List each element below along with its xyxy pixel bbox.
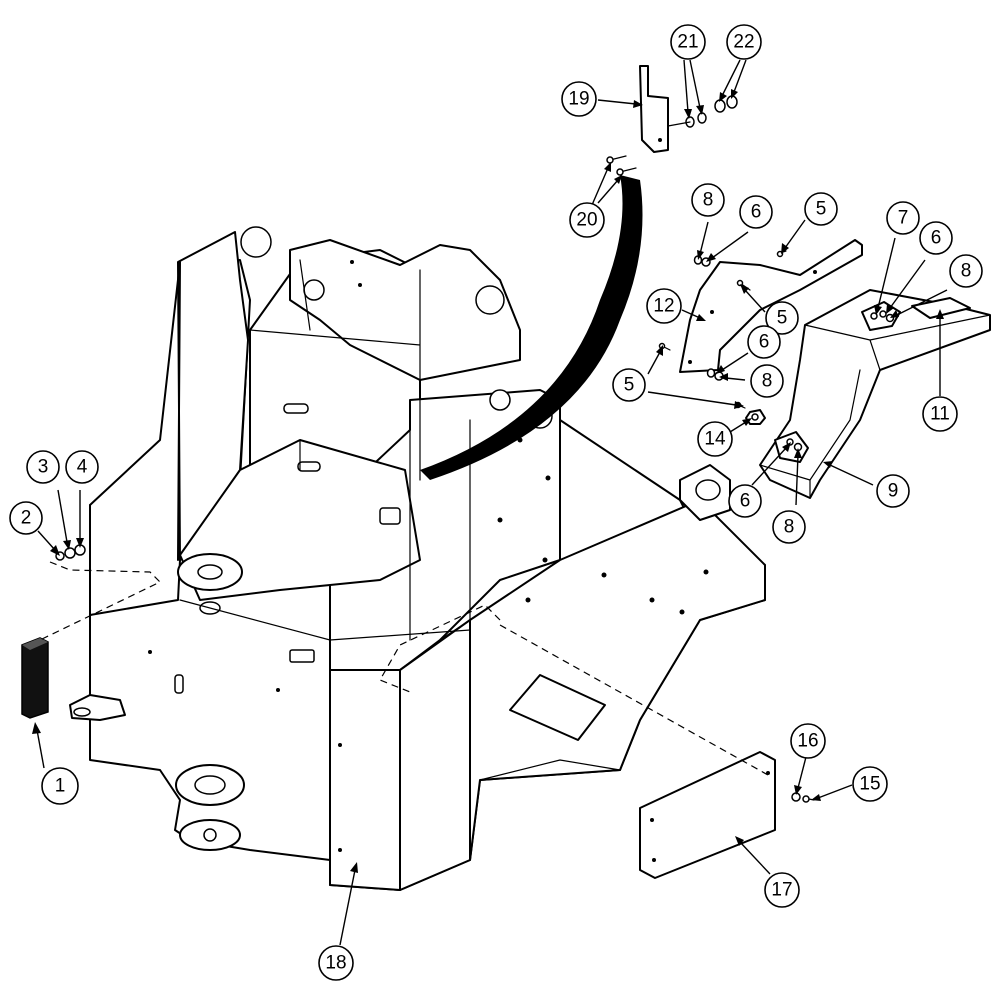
callout-6-lower: 6 xyxy=(728,484,762,518)
callout-label: 5 xyxy=(777,308,788,329)
part-17-cover-plate xyxy=(639,751,776,879)
callout-20: 20 xyxy=(569,202,605,238)
callout-3: 3 xyxy=(26,450,60,484)
callout-label: 5 xyxy=(624,375,635,396)
callout-5-top: 5 xyxy=(804,192,838,226)
callout-label: 7 xyxy=(898,208,909,229)
callout-6-right: 6 xyxy=(919,221,953,255)
callout-label: 8 xyxy=(762,371,773,392)
callout-label: 21 xyxy=(677,32,698,53)
callout-label: 3 xyxy=(38,457,49,478)
callout-15: 15 xyxy=(852,766,888,802)
front-frame-assembly xyxy=(69,226,766,891)
callout-label: 16 xyxy=(797,731,818,752)
callout-label: 4 xyxy=(77,457,88,478)
callout-5-left: 5 xyxy=(612,368,646,402)
callout-7: 7 xyxy=(886,201,920,235)
callout-label: 1 xyxy=(55,776,66,797)
callout-label: 6 xyxy=(751,202,762,223)
callout-2: 2 xyxy=(9,501,43,535)
hardware-2-3-4 xyxy=(55,544,86,561)
callout-label: 6 xyxy=(759,332,770,353)
callout-6-top: 6 xyxy=(739,195,773,229)
callout-9: 9 xyxy=(876,474,910,508)
callout-1: 1 xyxy=(41,767,79,805)
dashed-guide-left xyxy=(39,561,162,641)
part-14-washer xyxy=(745,409,766,425)
callout-14: 14 xyxy=(697,421,733,457)
callout-6-mid: 6 xyxy=(747,325,781,359)
callout-8-right: 8 xyxy=(949,254,983,288)
part-12-mount-plate xyxy=(679,239,863,373)
callout-label: 15 xyxy=(859,774,880,795)
callout-label: 8 xyxy=(703,190,714,211)
part-11-label-plate xyxy=(911,297,971,319)
callout-11: 11 xyxy=(922,396,958,432)
callout-label: 20 xyxy=(576,210,597,231)
hardware-20 xyxy=(606,155,637,176)
part-1-bumper xyxy=(21,637,49,719)
callout-label: 8 xyxy=(961,261,972,282)
callout-label: 12 xyxy=(653,296,674,317)
callout-label: 11 xyxy=(930,404,950,425)
callout-label: 8 xyxy=(784,517,795,538)
leader-lines xyxy=(32,59,948,946)
callout-4: 4 xyxy=(65,450,99,484)
callout-8-lower: 8 xyxy=(772,510,806,544)
callout-17: 17 xyxy=(764,872,800,908)
callout-12: 12 xyxy=(646,288,682,324)
callout-label: 5 xyxy=(816,199,827,220)
hardware-21-22 xyxy=(667,95,738,128)
callout-label: 18 xyxy=(325,953,346,974)
hardware-15-16 xyxy=(791,792,815,803)
callout-label: 19 xyxy=(568,89,589,110)
callout-label: 2 xyxy=(21,508,32,529)
callout-5-right: 5 xyxy=(765,301,799,335)
callout-label: 17 xyxy=(771,880,792,901)
callout-18: 18 xyxy=(318,945,354,981)
callout-8-top: 8 xyxy=(691,183,725,217)
callout-label: 22 xyxy=(733,32,754,53)
callout-21: 21 xyxy=(670,24,706,60)
assembly-sweep-arrow xyxy=(420,175,643,480)
callout-22: 22 xyxy=(726,24,762,60)
dashed-guide-right xyxy=(379,604,769,776)
callout-label: 6 xyxy=(740,491,751,512)
callout-19: 19 xyxy=(561,81,597,117)
callout-8-mid: 8 xyxy=(750,364,784,398)
callout-label: 14 xyxy=(704,429,726,450)
callout-label: 9 xyxy=(888,481,899,502)
callout-16: 16 xyxy=(790,723,826,759)
part-19-bracket xyxy=(639,65,669,153)
callout-label: 6 xyxy=(931,228,942,249)
